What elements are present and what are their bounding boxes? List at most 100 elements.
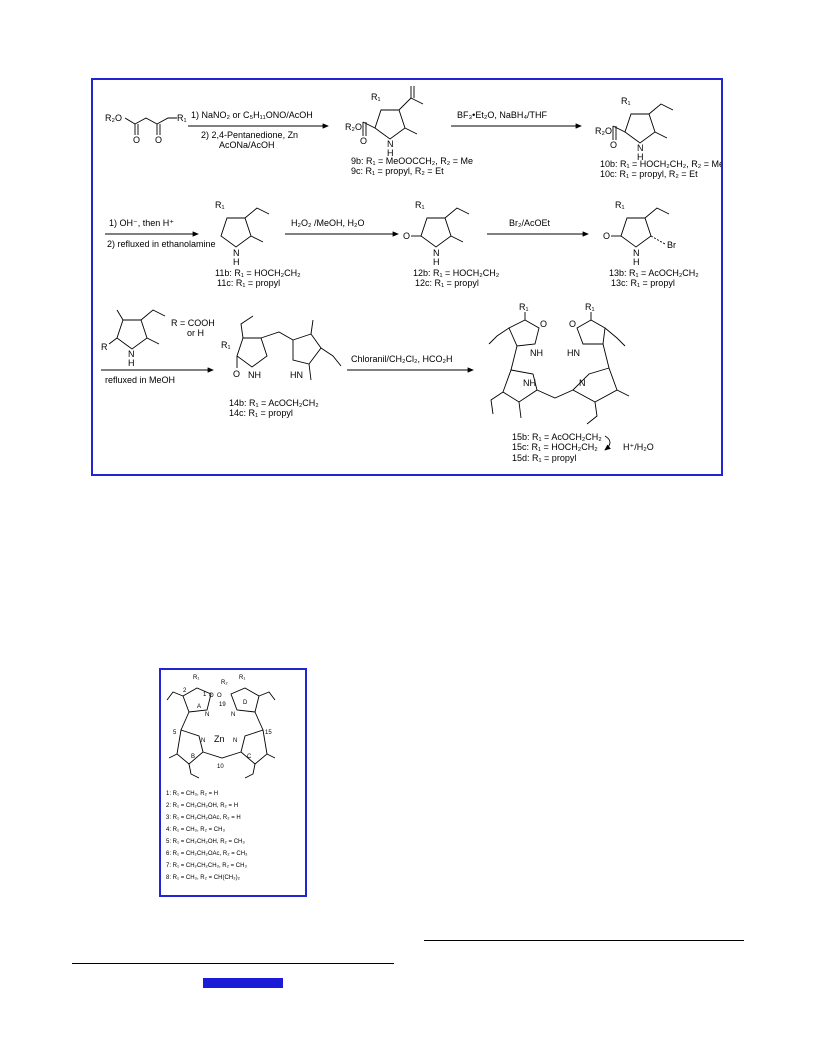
step1-reagent-a: 1) NaNO₂ or C₅H₁₁ONO/AcOH [191, 110, 313, 120]
pyrrole-11-structure: R₁ NH [215, 200, 270, 267]
label-10b: 10b: R₁ = HOCH₂CH₂, R₂ = Me [600, 159, 721, 169]
compound-5: 5: R₁ = CH₂CH₂OH, R₂ = CH₃ [166, 839, 245, 845]
fig-ring-d: D [243, 700, 248, 706]
label-15b: 15b: R₁ = AcOCH₂CH₂ [512, 432, 602, 442]
svg-text:N: N [201, 738, 205, 744]
p9-n: N [387, 139, 394, 149]
step3-reagent-a: 1) OH⁻, then H⁺ [109, 218, 174, 228]
reagent-pyrrole-structure: R NH [101, 309, 166, 368]
svg-text:O: O [610, 140, 617, 150]
pyrrolinone-12-structure: R₁ O NH [403, 200, 470, 267]
svg-text:N: N [233, 738, 237, 744]
svg-text:HN: HN [290, 370, 303, 380]
step5-reagent: Br₂/AcOEt [509, 218, 551, 228]
svg-text:O: O [133, 135, 140, 145]
svg-text:NH: NH [248, 370, 261, 380]
svg-text:N: N [637, 143, 644, 153]
label-12b: 12b: R₁ = HOCH₂CH₂ [413, 268, 500, 278]
label-14c: 14c: R₁ = propyl [229, 408, 293, 418]
scheme-drawing: R₂O O O R₁ 1) NaNO₂ or C₅H₁₁ONO/AcOH 2) 2… [101, 86, 721, 463]
svg-text:NH: NH [523, 378, 536, 388]
svg-text:H: H [128, 358, 135, 368]
svg-text:O: O [603, 231, 610, 241]
compound-1: 1: R₁ = CH₃, R₂ = H [166, 791, 218, 797]
svg-text:O: O [233, 369, 240, 379]
svg-text:HN: HN [567, 348, 580, 358]
pyrrole-10-structure: R₁ R₂O O NH [595, 96, 674, 162]
compound-8: 8: R₁ = CH₃, R₂ = CH(CH₃)₂ [166, 875, 241, 881]
r-definition-a: R = COOH [171, 318, 215, 328]
fig-pos-1: 1 [203, 692, 207, 698]
p11-r1: R₁ [215, 200, 225, 210]
compound-7: 7: R₁ = CH₂CH₂CH₃, R₂ = CH₃ [166, 863, 247, 869]
step1-reagent-c: AcONa/AcOH [219, 140, 275, 150]
start-r2o: R₂O [105, 113, 122, 123]
p9-r2o: R₂O [345, 122, 362, 132]
compound-3: 3: R₁ = CH₂CH₂OAc, R₂ = H [166, 815, 241, 821]
label-15c: 15c: R₁ = HOCH₂CH₂ [512, 442, 598, 452]
label-9c: 9c: R₁ = propyl, R₂ = Et [351, 166, 444, 176]
svg-text:O: O [360, 136, 367, 146]
fig-pos-5: 5 [173, 730, 177, 736]
dipyrrinone-14-structure: R₁ O NH HN [221, 315, 342, 381]
hydrolysis-reagent: H⁺/H₂O [623, 442, 654, 452]
fig-pos-2: 2 [183, 688, 187, 694]
svg-text:O: O [155, 135, 162, 145]
svg-text:O: O [209, 693, 214, 699]
step3-reagent-b: 2) refluxed in ethanolamine [107, 239, 216, 249]
step6-reagent: refluxed in MeOH [105, 375, 175, 385]
svg-text:O: O [540, 319, 547, 329]
svg-text:N: N [433, 248, 440, 258]
svg-text:N: N [128, 349, 135, 359]
footnote-rule-left [72, 963, 394, 964]
start-r1: R₁ [177, 113, 187, 123]
p12-r1: R₁ [415, 200, 425, 210]
p15-r1-right: R₁ [585, 302, 595, 312]
p15-r1-left: R₁ [519, 302, 529, 312]
fig-r1-left: R₁ [193, 675, 199, 681]
label-12c: 12c: R₁ = propyl [415, 278, 479, 288]
p14-r1: R₁ [221, 340, 231, 350]
label-13c: 13c: R₁ = propyl [611, 278, 675, 288]
p9-r1: R₁ [371, 92, 381, 102]
svg-text:N: N [231, 712, 235, 718]
compound-4: 4: R₁ = CH₃, R₂ = CH₃ [166, 827, 225, 833]
reagent-r: R [101, 342, 108, 352]
svg-text:O: O [403, 231, 410, 241]
svg-text:N: N [233, 248, 240, 258]
svg-text:H: H [633, 257, 640, 267]
svg-text:N: N [633, 248, 640, 258]
fig-pos-19: 19 [219, 702, 226, 708]
p9-h: H [387, 148, 394, 158]
zinc-complex-structure: R₁ R₂ R₁ 2 1 O A O 19 D N N Zn 5 15 N N … [166, 675, 276, 779]
highlighted-link[interactable] [203, 978, 283, 988]
svg-text:H: H [637, 152, 644, 162]
fig-ring-b: B [191, 754, 195, 760]
zinc-complex-drawing: R₁ R₂ R₁ 2 1 O A O 19 D N N Zn 5 15 N N … [166, 675, 276, 881]
svg-text:N: N [579, 378, 586, 388]
pyrrolinone-13-structure: R₁ Br O NH [603, 200, 676, 267]
r-definition-b: or H [187, 328, 204, 338]
svg-text:H: H [433, 257, 440, 267]
svg-text:H: H [233, 257, 240, 267]
svg-text:O: O [217, 693, 222, 699]
footnote-rule-right [424, 940, 744, 941]
svg-text:NH: NH [530, 348, 543, 358]
hydrolysis-arrow [604, 435, 611, 451]
p13-r1: R₁ [615, 200, 625, 210]
svg-text:O: O [569, 319, 576, 329]
label-11b: 11b: R₁ = HOCH₂CH₂ [215, 268, 301, 278]
step2-reagent: BF₃•Et₂O, NaBH₄/THF [457, 110, 547, 120]
svg-text:N: N [205, 712, 209, 718]
fig-r1-right: R₁ [239, 675, 245, 681]
p10-r2o: R₂O [595, 126, 612, 136]
pyrrole-9-structure: R₁ R₂O O N H [345, 86, 424, 158]
compound-2: 2: R₁ = CH₂CH₂OH, R₂ = H [166, 803, 238, 809]
fig-ring-a: A [197, 704, 201, 710]
fig-ring-c: C [247, 754, 252, 760]
zinc-complex-figure: R₁ R₂ R₁ 2 1 O A O 19 D N N Zn 5 15 N N … [159, 668, 307, 897]
p13-br: Br [667, 240, 676, 250]
label-11c: 11c: R₁ = propyl [217, 278, 280, 288]
label-10c: 10c: R₁ = propyl, R₂ = Et [600, 169, 698, 179]
step1-reagent-b: 2) 2,4-Pentanedione, Zn [201, 130, 298, 140]
